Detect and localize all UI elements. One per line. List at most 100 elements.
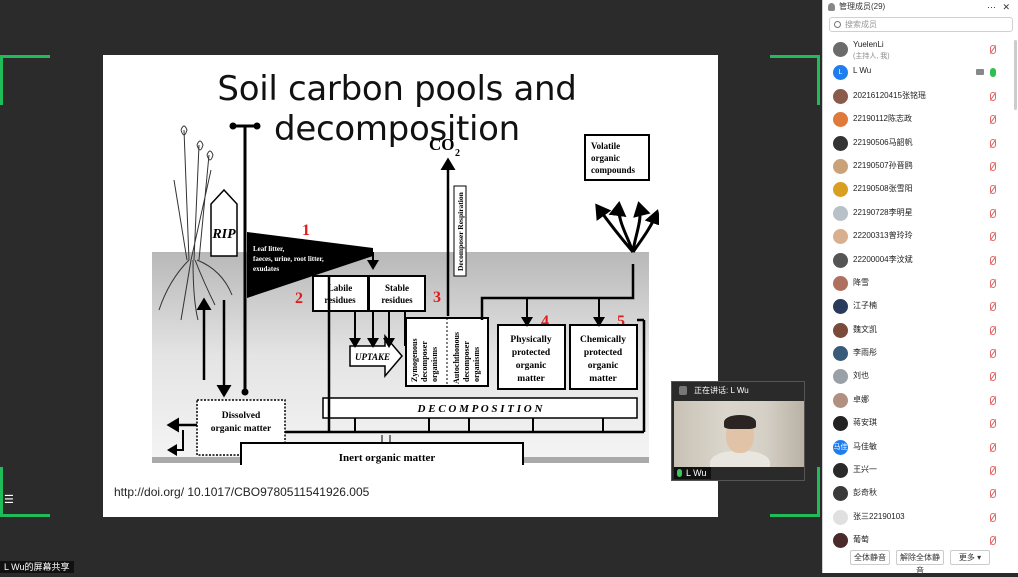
- member-row[interactable]: 刘也: [823, 365, 1018, 388]
- member-row[interactable]: 魏文凯: [823, 319, 1018, 342]
- camera-icon[interactable]: [976, 69, 984, 76]
- more-button[interactable]: 更多 ▾: [950, 550, 990, 565]
- mic-muted-icon[interactable]: [990, 372, 996, 382]
- avatar: [833, 205, 848, 221]
- volatile-line2: organic: [591, 153, 620, 163]
- share-frame-corner: [0, 467, 50, 517]
- autochthonous-line3: organisms: [472, 347, 481, 382]
- decomposer-respiration-box: [453, 185, 467, 277]
- avatar: [833, 369, 848, 385]
- physically-line1: Physically: [510, 335, 551, 345]
- speaker-video-panel[interactable]: 正在讲话: L Wu L Wu: [671, 381, 805, 481]
- volatile-compounds-box: [584, 134, 650, 181]
- unmute-all-button[interactable]: 解除全体静音: [896, 550, 944, 575]
- mic-muted-icon[interactable]: [990, 325, 996, 335]
- member-row[interactable]: 李雨彤: [823, 342, 1018, 365]
- search-icon: [834, 21, 841, 28]
- avatar: 马佳: [833, 439, 848, 455]
- member-row[interactable]: 22200004李汶斌: [823, 249, 1018, 272]
- member-row[interactable]: 22190508张雪阳: [823, 178, 1018, 201]
- member-row[interactable]: 江子楠: [823, 295, 1018, 318]
- soil-carbon-diagram: RIP Leaf litter, faeces, urine, root lit…: [152, 122, 659, 465]
- member-row[interactable]: 卓娜: [823, 389, 1018, 412]
- leaf-litter-line2: faeces, urine, root litter,: [253, 255, 324, 263]
- avatar: [833, 42, 848, 57]
- co2-subscript: 2: [455, 148, 460, 159]
- mic-muted-icon[interactable]: [990, 349, 996, 359]
- mic-muted-icon[interactable]: [990, 466, 996, 476]
- plant-drawing: [158, 125, 233, 321]
- sidebar-scrollbar[interactable]: [1014, 40, 1017, 110]
- mic-muted-icon[interactable]: [990, 442, 996, 452]
- member-name: 22190728李明星: [853, 207, 913, 217]
- avatar: [833, 533, 848, 549]
- member-name: 22190507孙晋鸥: [853, 160, 913, 170]
- chemically-protected-box: [569, 324, 638, 390]
- share-frame-corner: [0, 55, 50, 105]
- mic-muted-icon[interactable]: [990, 419, 996, 429]
- mic-muted-icon[interactable]: [990, 138, 996, 148]
- member-row[interactable]: 22190728李明星: [823, 202, 1018, 225]
- avatar: [833, 112, 848, 128]
- list-icon[interactable]: ☰: [4, 494, 14, 506]
- dissolved-line1: Dissolved: [222, 411, 261, 421]
- member-search-input[interactable]: 搜索成员: [829, 17, 1013, 32]
- share-frame-corner: [770, 467, 820, 517]
- mute-all-button[interactable]: 全体静音: [850, 550, 890, 565]
- mic-muted-icon[interactable]: [990, 255, 996, 265]
- litter-funnel: [247, 232, 373, 298]
- speaker-name-tag: L Wu: [674, 467, 711, 479]
- member-name: 蒋安琪: [853, 418, 877, 428]
- mic-muted-icon[interactable]: [990, 395, 996, 405]
- member-name: L Wu: [853, 66, 872, 76]
- mic-muted-icon[interactable]: [990, 91, 996, 101]
- member-row[interactable]: 葡萄: [823, 529, 1018, 552]
- stable-residues-box: [368, 275, 426, 312]
- decomposer-respiration-label: Decomposer Respiration: [456, 191, 465, 271]
- member-row[interactable]: 蒋安琪: [823, 412, 1018, 435]
- speaker-video-feed: [674, 401, 804, 467]
- chemically-line4: matter: [589, 374, 617, 384]
- mic-muted-icon[interactable]: [990, 185, 996, 195]
- more-options-icon[interactable]: ⋯: [987, 2, 996, 12]
- mic-muted-icon[interactable]: [990, 232, 996, 242]
- decomposition-bar: [322, 397, 638, 419]
- volatile-line1: Volatile: [591, 141, 620, 151]
- mic-muted-icon[interactable]: [990, 489, 996, 499]
- avatar: [833, 88, 848, 104]
- physically-line2: protected: [512, 348, 551, 358]
- mic-muted-icon[interactable]: [990, 115, 996, 125]
- speaker-status: 正在讲话: L Wu: [694, 386, 749, 395]
- mic-muted-icon[interactable]: [990, 302, 996, 312]
- member-row[interactable]: 22190507孙晋鸥: [823, 155, 1018, 178]
- member-row[interactable]: 20216120415张铭瑶: [823, 85, 1018, 108]
- member-row[interactable]: 22200313曾玲玲: [823, 225, 1018, 248]
- member-name: 李雨彤: [853, 348, 877, 358]
- mic-muted-icon[interactable]: [990, 208, 996, 218]
- member-row[interactable]: 王兴一: [823, 459, 1018, 482]
- member-row[interactable]: 降雪: [823, 272, 1018, 295]
- co2-label: CO: [429, 135, 455, 154]
- mic-muted-icon[interactable]: [990, 161, 996, 171]
- search-placeholder: 搜索成员: [845, 20, 877, 29]
- mic-muted-icon[interactable]: [990, 536, 996, 546]
- member-row[interactable]: 22190112陈志政: [823, 108, 1018, 131]
- avatar: [833, 158, 848, 174]
- sidebar-title: 管理成员(29): [839, 2, 886, 11]
- mic-muted-icon[interactable]: [990, 278, 996, 288]
- close-icon[interactable]: ✕: [1002, 2, 1010, 12]
- autochthonous-line2: decomposer: [462, 341, 471, 382]
- sidebar-footer: 全体静音 解除全体静音 更多 ▾: [823, 545, 1018, 575]
- member-row[interactable]: 张三22190103: [823, 506, 1018, 529]
- member-row[interactable]: 马佳马佳敏: [823, 436, 1018, 459]
- member-row[interactable]: 22190506马韶帆: [823, 132, 1018, 155]
- member-row[interactable]: 彭奇秋: [823, 482, 1018, 505]
- mic-on-icon[interactable]: [990, 68, 996, 78]
- physically-line3: organic: [516, 361, 547, 371]
- mic-muted-icon[interactable]: [990, 512, 996, 522]
- mic-muted-icon[interactable]: [990, 45, 996, 54]
- member-row[interactable]: YuelenLi(主持人, 我): [823, 38, 1018, 61]
- presentation-slide: Soil carbon pools and decomposition: [103, 55, 718, 517]
